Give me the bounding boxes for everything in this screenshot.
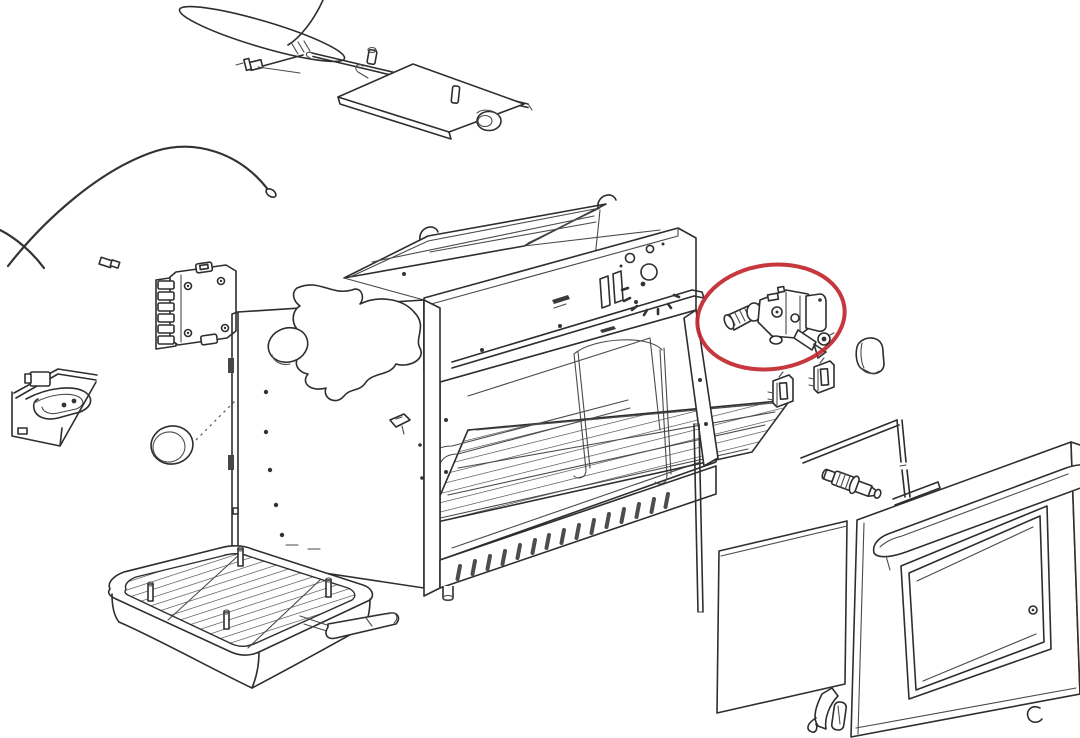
left-side-panel: [228, 284, 425, 589]
door-inner-glass: [716, 520, 848, 714]
grill-pan-tabs: [146, 546, 333, 630]
mounting-frame: [343, 194, 661, 353]
brand-logo-smudge: [552, 295, 570, 304]
micro-switch-2: [808, 357, 835, 394]
burner-cover-plate: [337, 46, 525, 140]
door-latch-hook: [1026, 705, 1043, 723]
knob-dial-marks: [620, 286, 681, 317]
door-handle: [872, 464, 1080, 558]
igniter-electrode: [821, 468, 882, 499]
ignition-button-hole: [640, 263, 658, 281]
grill-burner-bracket: [11, 368, 98, 447]
front-frame: [423, 299, 719, 602]
micro-switch-1: [767, 371, 794, 408]
vent-slots: [455, 492, 670, 581]
control-knob: [855, 337, 885, 375]
thermocouple-probe-assembly: [178, 0, 533, 111]
oven-door: [807, 441, 1080, 738]
door-trim-frame: [693, 419, 941, 613]
grommet: [817, 332, 835, 346]
ignition-control-box: [155, 261, 237, 350]
oven-body: [228, 194, 791, 602]
highlight-ellipse: [695, 262, 847, 372]
grill-pan-handle: [299, 612, 400, 640]
grill-pan: [107, 545, 400, 689]
grill-pan-grid: [124, 553, 356, 647]
door-window: [900, 505, 1052, 700]
gas-thermostat-valve: [695, 262, 847, 372]
door-hinge: [807, 687, 848, 733]
capillary-tube: [0, 145, 277, 270]
oven-foot: [442, 586, 454, 602]
